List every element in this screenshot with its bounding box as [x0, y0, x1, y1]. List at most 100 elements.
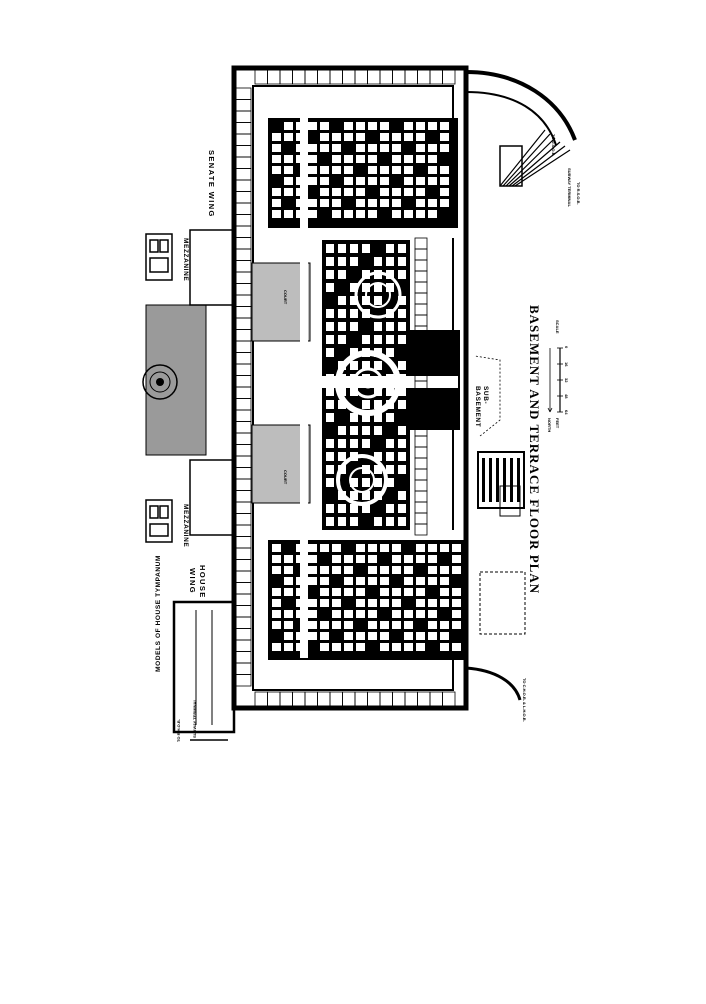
core-room	[332, 166, 341, 174]
core-room	[452, 555, 461, 563]
house-wing-label-1: HOUSE	[198, 565, 207, 599]
core-room	[284, 166, 293, 174]
core-room	[272, 544, 281, 552]
room-cell	[235, 490, 252, 503]
room-cell	[235, 375, 252, 388]
perimeter-room-grid	[235, 69, 456, 707]
core-room	[380, 588, 389, 596]
core-room	[272, 643, 281, 651]
core-room	[332, 610, 341, 618]
core-room	[326, 400, 334, 409]
core-room	[356, 122, 365, 130]
core-room	[392, 544, 401, 552]
core-room	[392, 199, 401, 207]
core-room	[452, 544, 461, 552]
room-cell	[235, 214, 252, 227]
core-room	[404, 155, 413, 163]
core-room	[350, 439, 358, 448]
scale-tick-label: 16	[564, 362, 569, 367]
core-room	[398, 426, 406, 435]
room-cell	[414, 457, 428, 470]
core-room	[380, 166, 389, 174]
core-room	[440, 632, 449, 640]
core-room	[284, 643, 293, 651]
core-room	[392, 166, 401, 174]
core-room	[368, 144, 377, 152]
room-cell	[414, 490, 428, 503]
sub-basement-pier	[510, 458, 513, 502]
room-cell	[414, 259, 428, 272]
circle-south	[336, 454, 388, 506]
models-label: MODELS OF HOUSE TYMPANUM	[155, 555, 162, 672]
core-room	[284, 632, 293, 640]
room-cell	[414, 468, 428, 481]
core-room	[284, 566, 293, 574]
core-room	[416, 188, 425, 196]
plan-title: BASEMENT AND TERRACE FLOOR PLAN	[527, 305, 542, 594]
core-room	[380, 599, 389, 607]
room-cell	[235, 386, 252, 399]
core-room	[338, 309, 346, 318]
mezzanine-label-house: MEZZANINE	[182, 504, 189, 547]
room-cell	[235, 674, 252, 687]
core-room	[338, 517, 346, 526]
core-room	[332, 566, 341, 574]
core-room	[326, 309, 334, 318]
core-room	[308, 632, 317, 640]
core-room	[416, 632, 425, 640]
room-cell	[254, 69, 268, 85]
room-cell	[414, 479, 428, 492]
core-room	[416, 610, 425, 618]
core-room	[416, 199, 425, 207]
core-room	[392, 566, 401, 574]
core-room	[326, 283, 334, 292]
core-room	[356, 133, 365, 141]
core-room	[368, 210, 377, 218]
core-room	[362, 400, 370, 409]
core-room-openings	[272, 122, 461, 651]
core-room	[398, 309, 406, 318]
core-room	[284, 210, 293, 218]
core-room	[362, 439, 370, 448]
core-room	[332, 544, 341, 552]
core-room	[416, 155, 425, 163]
room-cell	[267, 69, 281, 85]
room-cell	[235, 432, 252, 445]
core-room	[308, 122, 317, 130]
core-room	[440, 199, 449, 207]
core-room	[392, 555, 401, 563]
core-room	[380, 144, 389, 152]
core-room	[320, 199, 329, 207]
room-cell	[235, 605, 252, 618]
mezzanine-label-senate: MEZZANINE	[182, 238, 189, 281]
sub-basement-pier	[517, 458, 520, 502]
room-cell	[235, 570, 252, 583]
core-room	[344, 577, 353, 585]
core-room	[374, 335, 382, 344]
core-room	[404, 133, 413, 141]
core-room	[350, 296, 358, 305]
sub-basement-pier	[503, 458, 506, 502]
to-chob-lhob-label: TO C.H.O.B. & L.H.O.B.	[522, 678, 527, 722]
core-room	[284, 621, 293, 629]
core-room	[452, 566, 461, 574]
sub-basement-pier	[496, 458, 499, 502]
core-room	[356, 577, 365, 585]
room-cell	[235, 398, 252, 411]
room-cell	[292, 691, 306, 707]
core-room	[404, 621, 413, 629]
core-room	[332, 210, 341, 218]
room-cell	[342, 69, 356, 85]
core-room	[368, 555, 377, 563]
core-room	[272, 166, 281, 174]
core-room	[374, 413, 382, 422]
core-room	[338, 452, 346, 461]
core-room	[332, 188, 341, 196]
core-room	[380, 199, 389, 207]
core-room	[428, 210, 437, 218]
core-room	[392, 599, 401, 607]
core-room	[428, 566, 437, 574]
room-cell	[442, 691, 456, 707]
core-room	[320, 133, 329, 141]
